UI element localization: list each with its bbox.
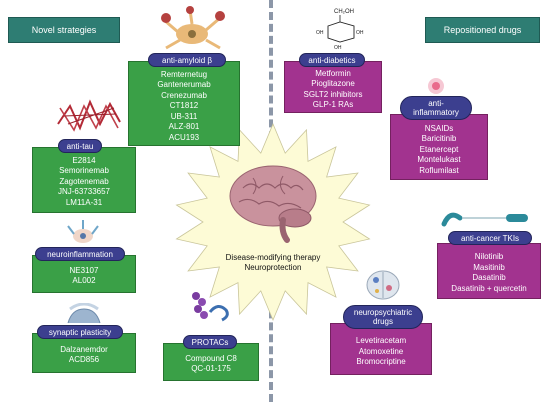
drug-name: ALZ-801 xyxy=(168,122,200,132)
glucose-oh-text: OH xyxy=(356,30,364,36)
drug-name: Metformin xyxy=(315,68,351,78)
anti-tau-label: anti-tau xyxy=(66,141,94,151)
center-caption-line1: Disease-modifying therapy xyxy=(225,253,321,262)
drug-name: Gantenerumab xyxy=(157,80,211,90)
drug-name: JNJ-63733657 xyxy=(57,187,111,197)
protac-molecule-icon xyxy=(192,292,229,322)
novel-strategies-title: Novel strategies xyxy=(31,25,97,35)
drug-name: AL002 xyxy=(72,276,96,285)
microglia-icon xyxy=(67,220,99,243)
repositioned-drugs-header: Repositioned drugs xyxy=(425,17,540,43)
anti-cancer-tkis-label: anti-cancer TKIs xyxy=(460,233,520,243)
anti-cancer-tkis-drug-list: Nilotinib Masitinib Dasatinib Dasatinib … xyxy=(437,243,541,299)
drug-name: Dasatinib xyxy=(472,273,506,282)
drug-name: Zagotenemab xyxy=(59,176,109,186)
drug-name: ACD856 xyxy=(68,355,100,364)
drug-name: UB-311 xyxy=(170,111,198,121)
drug-name: E2814 xyxy=(72,155,96,165)
anti-diabetics-drug-list: Metformin Pioglitazone SGLT2 inhibitors … xyxy=(284,61,382,113)
neuropsychiatric-pill: neuropsychiatric drugs xyxy=(343,305,423,329)
anti-inflammatory-drug-list: NSAIDs Baricitinib Etanercept Montelukas… xyxy=(390,114,488,180)
drug-name: Semorinemab xyxy=(59,166,109,176)
glucose-oh-text: OH xyxy=(316,30,324,36)
drug-name: Etanercept xyxy=(419,144,459,154)
anti-cancer-tkis-pill: anti-cancer TKIs xyxy=(448,231,532,245)
drug-name: Roflumilast xyxy=(419,165,459,175)
kinase-protein-icon xyxy=(441,212,528,227)
anti-amyloid-label: anti-amyloid β xyxy=(162,55,212,65)
novel-strategies-header: Novel strategies xyxy=(8,17,120,43)
synaptic-plasticity-drug-list: Dalzanemdor ACD856 xyxy=(32,333,136,373)
synaptic-plasticity-pill: synaptic plasticity xyxy=(37,325,123,339)
neuropsychiatric-label-line1: neuropsychiatric xyxy=(353,308,413,317)
drug-name: CT1812 xyxy=(169,101,199,111)
drug-name: QC-01-175 xyxy=(191,364,231,373)
drug-name: ACU193 xyxy=(168,132,200,142)
center-caption-line2: Neuroprotection xyxy=(244,263,302,272)
drug-name: Levetiracetam xyxy=(355,336,407,346)
drug-name: Compound C8 xyxy=(185,353,237,363)
drug-name: GLP-1 RAs xyxy=(312,100,354,109)
repositioned-drugs-title: Repositioned drugs xyxy=(443,25,522,35)
anti-amyloid-drug-list: Remternetug Gantenerumab Crenezumab CT18… xyxy=(128,61,240,146)
drug-name: LM11A-31 xyxy=(65,197,103,207)
brain-scan-icon xyxy=(366,270,400,300)
amyloid-cell-icon xyxy=(161,6,225,50)
drug-name: Dalzanemdor xyxy=(60,344,108,354)
anti-inflammatory-label-line1: anti- xyxy=(428,99,444,108)
glucose-molecule-icon: CH₂OH OH OH OH xyxy=(316,9,364,50)
drug-name: Baricitinib xyxy=(421,134,457,144)
anti-inflammatory-pill: anti- inflammatory xyxy=(400,96,472,120)
protacs-pill: PROTACs xyxy=(183,335,237,349)
brain-icon xyxy=(229,165,317,243)
drug-name: Bromocriptine xyxy=(356,357,406,367)
glucose-ch2oh-text: CH₂OH xyxy=(334,9,354,15)
drug-name: SGLT2 inhibitors xyxy=(303,89,363,99)
drug-name: Atomoxetine xyxy=(358,346,404,356)
anti-amyloid-pill: anti-amyloid β xyxy=(148,53,226,67)
drug-name: Remternetug xyxy=(160,69,208,79)
drug-name: NE3107 xyxy=(69,265,99,275)
drug-name: Nilotinib xyxy=(474,252,504,261)
drug-name: Masitinib xyxy=(473,262,505,272)
drug-name: NSAIDs xyxy=(424,123,454,133)
protacs-label: PROTACs xyxy=(191,337,229,347)
anti-diabetics-label: anti-diabetics xyxy=(308,55,356,65)
drug-name: Crenezumab xyxy=(161,90,207,100)
tau-tangle-icon xyxy=(57,99,121,132)
synapse-icon xyxy=(67,303,101,324)
neuroinflammation-label: neuroinflammation xyxy=(47,249,113,259)
star-burst xyxy=(175,122,371,322)
anti-diabetics-pill: anti-diabetics xyxy=(299,53,365,67)
drug-name: Pioglitazone xyxy=(311,79,355,88)
neuroinflammation-pill: neuroinflammation xyxy=(35,247,125,261)
anti-inflammatory-label-line2: inflammatory xyxy=(413,108,459,117)
synaptic-plasticity-label: synaptic plasticity xyxy=(48,327,112,337)
drug-name: Montelukast xyxy=(417,155,461,165)
inflammation-glow-icon xyxy=(428,78,444,94)
neuroinflammation-drug-list: NE3107 AL002 xyxy=(32,255,136,293)
neuropsychiatric-drug-list: Levetiracetam Atomoxetine Bromocriptine xyxy=(330,323,432,375)
anti-tau-pill: anti-tau xyxy=(58,139,102,153)
center-star: Disease-modifying therapy Neuroprotectio… xyxy=(173,122,373,322)
drug-name: Dasatinib + quercetin xyxy=(451,283,527,293)
anti-tau-drug-list: E2814 Semorinemab Zagotenemab JNJ-637336… xyxy=(32,147,136,213)
glucose-oh-text: OH xyxy=(334,45,342,50)
neuropsychiatric-label-line2: drugs xyxy=(372,317,393,326)
